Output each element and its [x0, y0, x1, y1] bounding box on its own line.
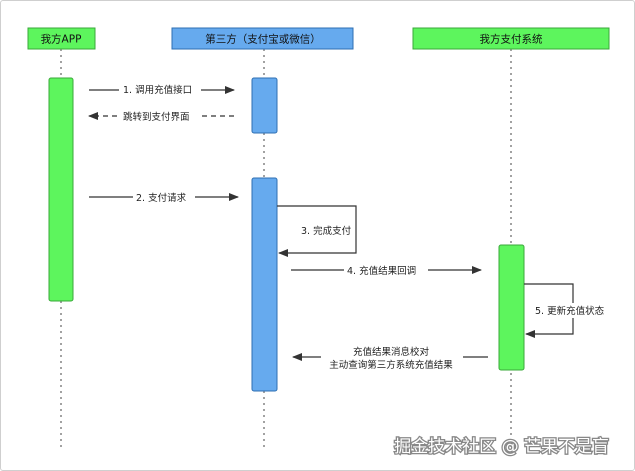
activation-third-party-2 — [251, 177, 278, 392]
label-m6-line1: 充值结果消息校对 — [353, 346, 430, 358]
participant-app-label: 我方APP — [41, 33, 82, 46]
label-m1: 1. 调用充值接口 — [123, 84, 192, 96]
label-m6-line2: 主动查询第三方系统充值结果 — [329, 359, 453, 371]
activation-app — [48, 77, 74, 302]
participant-system-label: 我方支付系统 — [480, 33, 543, 46]
participant-third-party-label: 第三方（支付宝或微信） — [205, 33, 321, 46]
label-m2: 2. 支付请求 — [136, 192, 187, 204]
arrow-m3 — [277, 205, 357, 257]
participant-app: 我方APP — [27, 27, 96, 50]
activation-third-party-1 — [251, 77, 278, 134]
label-m3: 3. 完成支付 — [301, 225, 352, 237]
activation-system — [498, 244, 525, 371]
participant-system: 我方支付系统 — [412, 27, 610, 50]
watermark: 掘金技术社区 @ 芒果不是盲 — [394, 437, 609, 457]
label-m5: 5. 更新充值状态 — [535, 305, 605, 317]
label-m4: 4. 充值结果回调 — [347, 265, 416, 277]
participant-third-party: 第三方（支付宝或微信） — [171, 27, 354, 50]
label-m1-return: 跳转到支付界面 — [123, 111, 190, 123]
